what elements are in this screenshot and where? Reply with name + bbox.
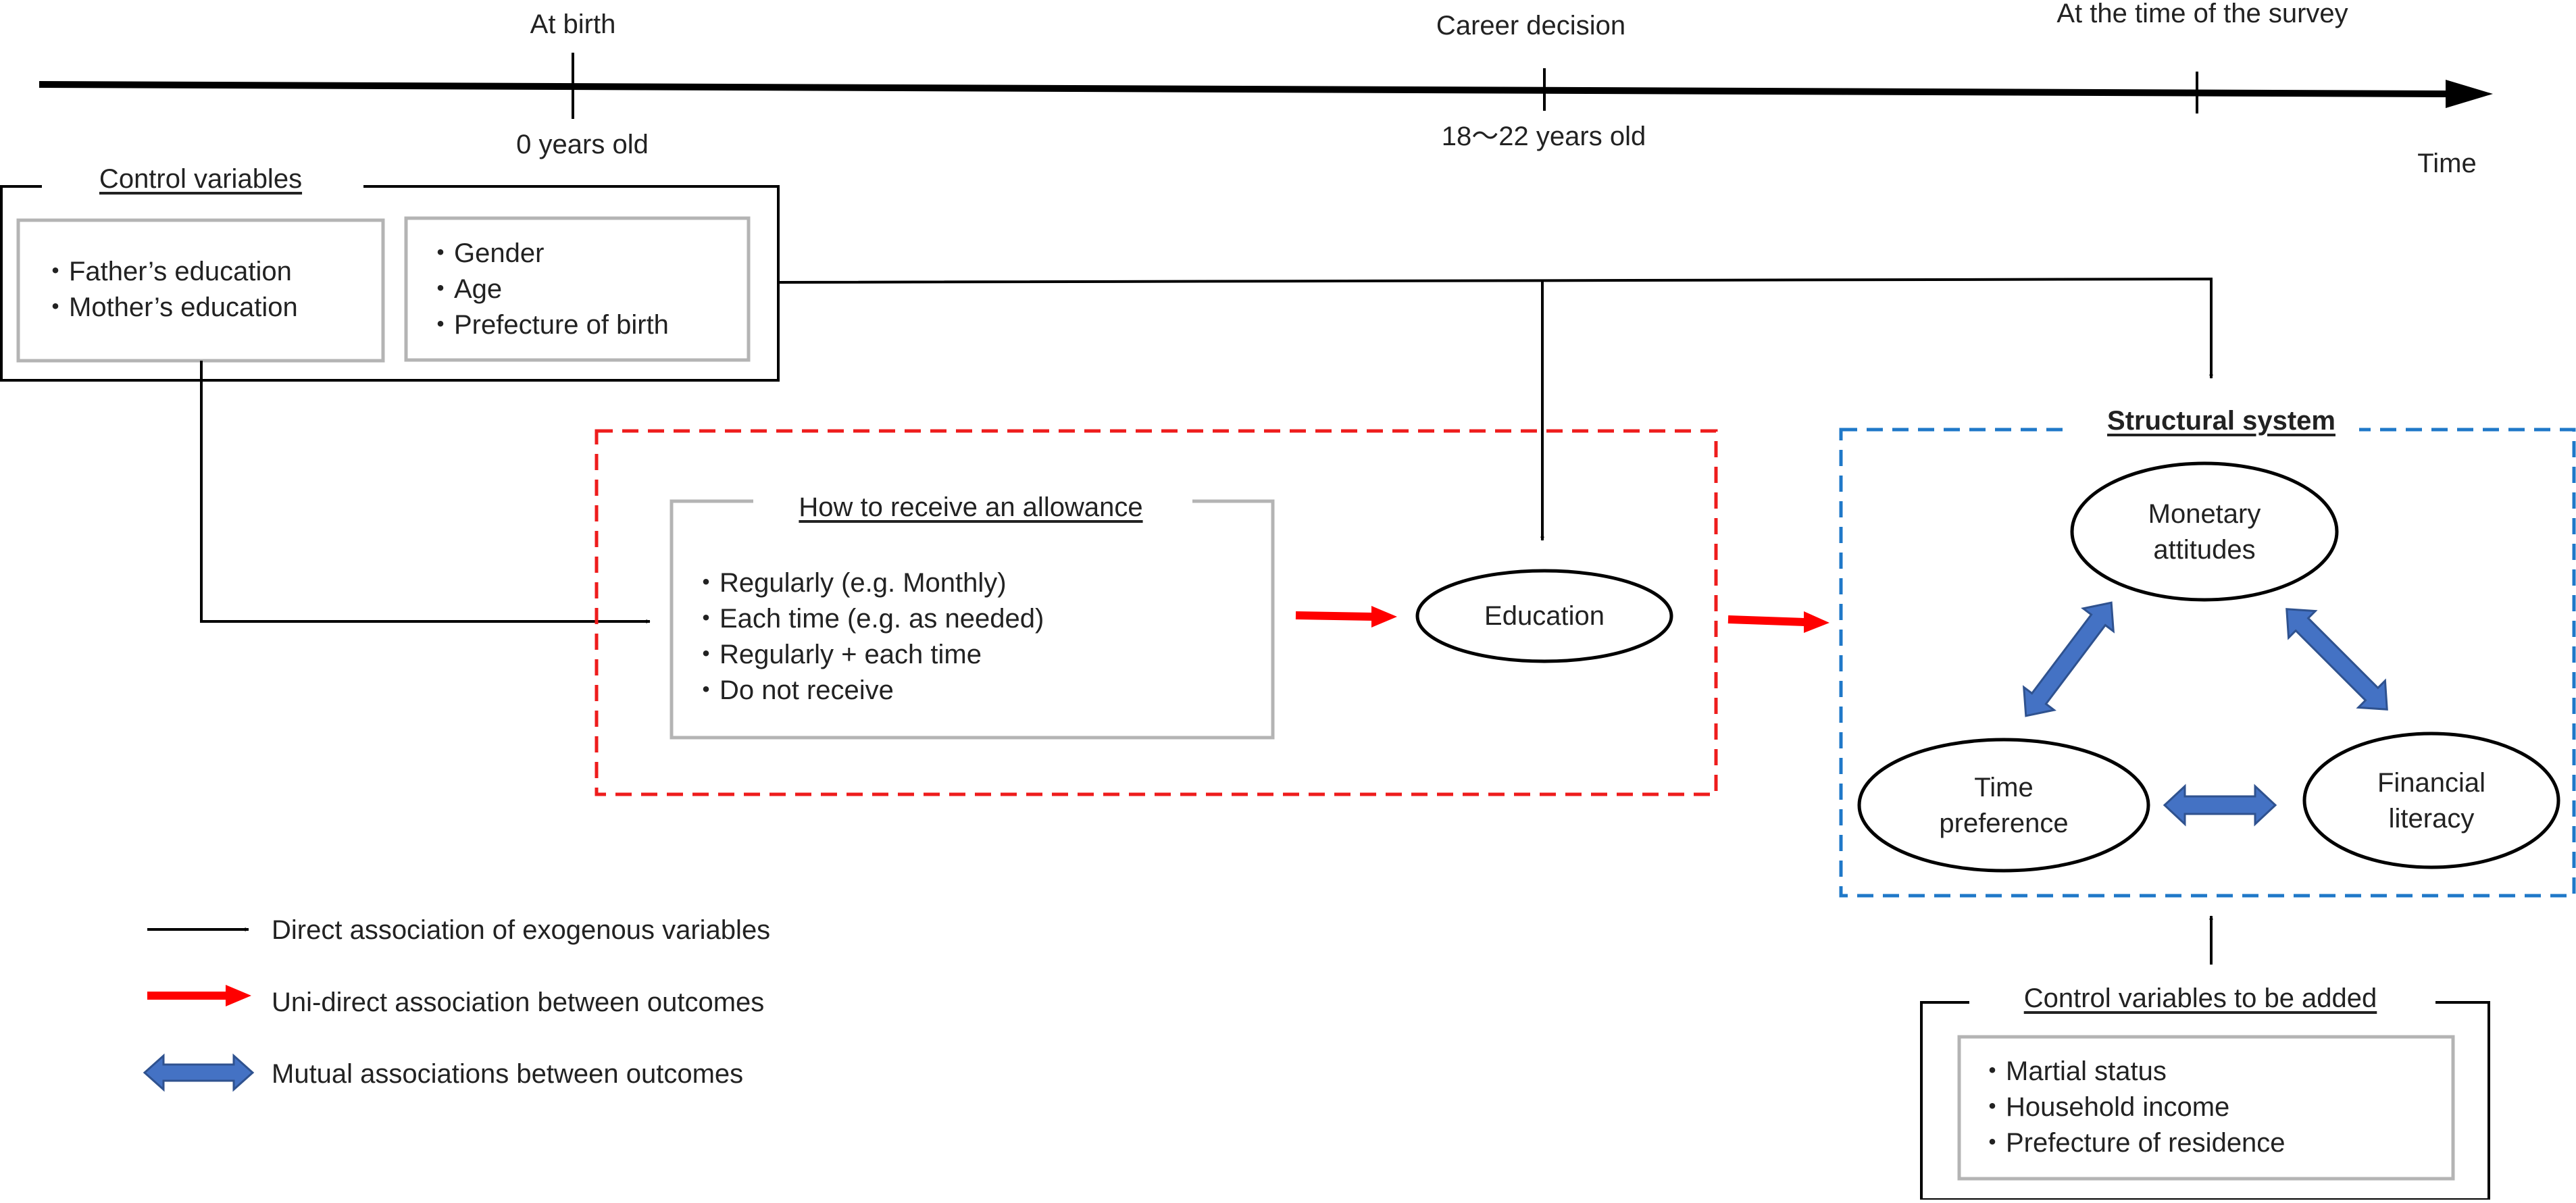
financial-literacy-label: Financial literacy bbox=[2377, 768, 2486, 834]
connector-parents-to-allowance bbox=[200, 361, 651, 623]
red-arrow-education-to-structural-head bbox=[1804, 611, 1829, 633]
control-variables-title: Control variables bbox=[99, 164, 303, 194]
list-item: ・Gender bbox=[427, 238, 545, 268]
monetary-attitudes-label: Monetary attitudes bbox=[2148, 499, 2261, 565]
mutual-arrow-time-financial bbox=[2163, 784, 2277, 827]
legend-direct: Direct association of exogenous variable… bbox=[272, 915, 771, 945]
connector-control-to-structural bbox=[778, 277, 2213, 379]
personal-attributes-box bbox=[404, 216, 751, 362]
label-survey: At the time of the survey bbox=[2056, 0, 2348, 28]
title-gap-added bbox=[1969, 997, 2435, 1010]
list-item: ・Do not receive bbox=[692, 675, 894, 705]
timeline-axis bbox=[39, 81, 2446, 97]
personal-attributes-list: ・Gender ・Age ・Prefecture of birth bbox=[427, 236, 669, 343]
control-variables-box bbox=[0, 185, 780, 382]
label-at-birth: At birth bbox=[530, 9, 616, 39]
red-arrow-allowance-to-education-head bbox=[1371, 606, 1397, 628]
list-item: ・Prefecture of birth bbox=[427, 310, 669, 340]
list-item: ・Regularly (e.g. Monthly) bbox=[692, 568, 1007, 598]
list-item: ・Martial status bbox=[1979, 1056, 2167, 1086]
education-ellipse bbox=[1415, 569, 1673, 663]
allowance-title: How to receive an allowance bbox=[799, 492, 1143, 522]
label-age-zero: 0 years old bbox=[516, 130, 649, 159]
legend-mutual: Mutual associations between outcomes bbox=[272, 1059, 744, 1089]
allowance-list: ・Regularly (e.g. Monthly) ・Each time (e.… bbox=[692, 565, 1044, 709]
structural-system-title: Structural system bbox=[2107, 406, 2335, 436]
label-time: Time bbox=[2417, 149, 2477, 178]
legend-unidirect: Uni-direct association between outcomes bbox=[272, 988, 765, 1017]
added-controls-title: Control variables to be added bbox=[2023, 983, 2377, 1013]
list-item: ・Regularly + each time bbox=[692, 640, 982, 669]
mutual-arrow-monetary-financial bbox=[2285, 608, 2388, 711]
list-item: ・Each time (e.g. as needed) bbox=[692, 604, 1044, 634]
financial-literacy-ellipse bbox=[2302, 732, 2560, 869]
education-label: Education bbox=[1484, 601, 1605, 631]
label-career-decision: Career decision bbox=[1436, 11, 1626, 41]
list-item: ・Age bbox=[427, 274, 503, 304]
red-arrow-allowance-to-education-shaft bbox=[1295, 611, 1373, 621]
title-gap-structural bbox=[2069, 423, 2359, 438]
time-preference-ellipse bbox=[1857, 738, 2150, 873]
added-controls-list: ・Martial status ・Household income ・Prefe… bbox=[1979, 1054, 2285, 1161]
list-item: ・Father’s education bbox=[42, 257, 292, 286]
label-career-age: 18〜22 years old bbox=[1441, 122, 1646, 151]
list-item: ・Household income bbox=[1979, 1092, 2230, 1122]
title-gap-control bbox=[42, 181, 363, 195]
time-preference-label: Time preference bbox=[1939, 773, 2069, 838]
monetary-attitudes-ellipse bbox=[2070, 461, 2339, 602]
red-dashed-region bbox=[595, 429, 1718, 796]
red-arrow-icon bbox=[147, 985, 251, 1006]
list-item: ・Mother’s education bbox=[42, 292, 298, 322]
red-arrow-education-to-structural-shaft bbox=[1727, 615, 1806, 626]
title-gap-allowance bbox=[753, 496, 1192, 509]
timeline-arrowhead bbox=[2446, 80, 2493, 108]
parent-education-list: ・Father’s education ・Mother’s education bbox=[42, 254, 298, 326]
mutual-arrow-monetary-time bbox=[2022, 601, 2115, 717]
added-controls-inner-box bbox=[1957, 1035, 2455, 1181]
blue-double-arrow-icon bbox=[143, 1053, 255, 1092]
list-item: ・Prefecture of residence bbox=[1979, 1128, 2285, 1158]
